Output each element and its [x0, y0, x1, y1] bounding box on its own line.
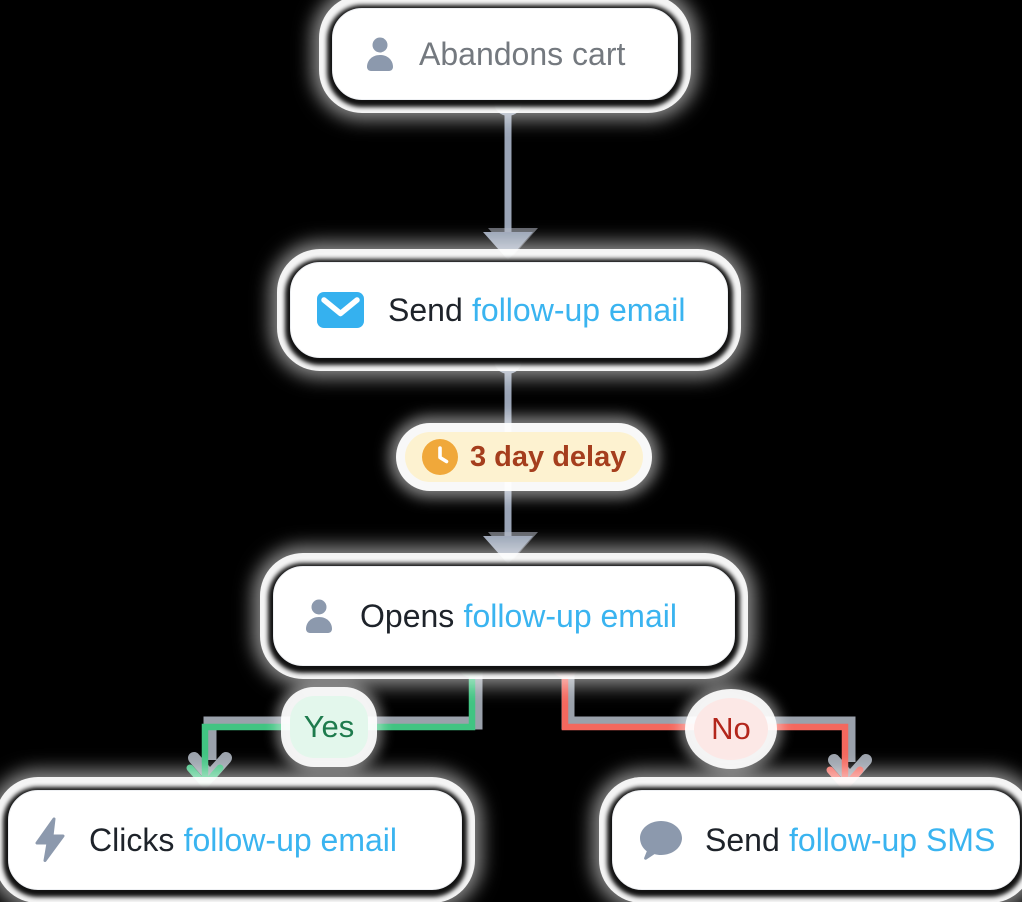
delay-badge[interactable]: 3 day delay — [405, 432, 644, 482]
arrowhead-no-icon — [826, 766, 864, 791]
node-label: Abandons cart — [419, 35, 626, 72]
arrowhead-email-icon — [483, 232, 533, 260]
arrowhead-yes-icon — [186, 764, 224, 789]
yes-text: Yes — [303, 709, 355, 744]
user-icon — [304, 599, 334, 633]
clock-icon — [422, 439, 458, 475]
delay-label: 3 day delay — [470, 440, 627, 473]
user-icon — [365, 37, 395, 71]
arrowhead-opens-icon — [483, 536, 533, 564]
chat-bubble-icon — [637, 819, 683, 861]
branch-label-no: No — [694, 698, 768, 760]
no-text: No — [711, 711, 751, 746]
bolt-icon — [33, 817, 67, 863]
node-abandons-cart[interactable]: Abandons cart — [332, 8, 678, 100]
mail-icon — [317, 290, 364, 330]
branch-label-yes: Yes — [290, 696, 368, 758]
